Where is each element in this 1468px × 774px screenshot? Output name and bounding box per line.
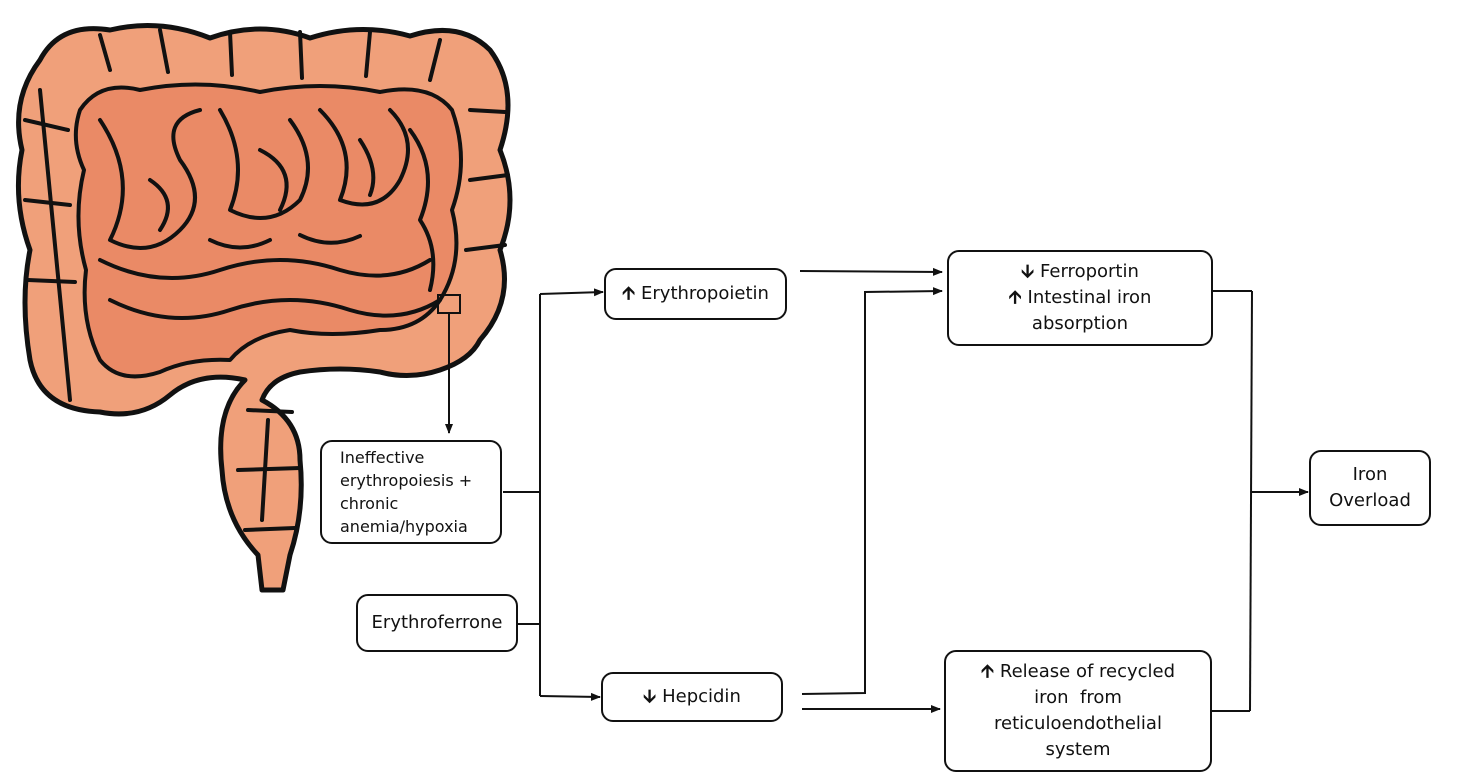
hepcidin-box: 🡫 Hepcidin [601, 672, 783, 722]
iron-overload-line-1: Iron [1329, 462, 1411, 488]
ferroportin-label: Ferroportin [1040, 261, 1139, 282]
erythroferrone-label: Erythroferrone [372, 610, 503, 636]
erythropoietin-label: Erythropoietin [641, 281, 769, 307]
arrow-erythropoietin-to-ferroportin [800, 271, 942, 272]
ferroportin-box: 🡫 Ferroportin 🡩 Intestinal iron absorption [947, 250, 1213, 346]
down-arrow-icon: 🡫 [643, 684, 656, 710]
up-arrow-icon: 🡩 [981, 661, 994, 682]
hepcidin-label: Hepcidin [662, 684, 741, 710]
ineffective-line-1: Ineffective [340, 446, 472, 469]
iron-overload-line-2: Overload [1329, 488, 1411, 514]
up-arrow-icon: 🡩 [622, 281, 635, 307]
ineffective-erythropoiesis-box: Ineffective erythropoiesis + chronic ane… [320, 440, 502, 544]
up-arrow-icon: 🡩 [1009, 287, 1022, 308]
release-line-3: reticuloendothelial [981, 711, 1175, 737]
iron-overload-box: Iron Overload [1309, 450, 1431, 526]
erythroferrone-box: Erythroferrone [356, 594, 518, 652]
arrow-to-erythropoietin [540, 292, 603, 294]
release-line-1: Release of recycled [1000, 661, 1175, 682]
release-line-4: system [981, 737, 1175, 763]
intestinal-iron-label: Intestinal iron [1028, 287, 1152, 308]
line-hepcidin-up [802, 291, 942, 694]
down-arrow-icon: 🡫 [1021, 261, 1034, 282]
erythropoietin-box: 🡩 Erythropoietin [604, 268, 787, 320]
release-recycled-iron-box: 🡩 Release of recycled iron from reticuloe… [944, 650, 1212, 772]
ineffective-line-4: anemia/hypoxia [340, 515, 472, 538]
ineffective-line-2: erythropoiesis + [340, 469, 472, 492]
release-line-2: iron from [981, 685, 1175, 711]
absorption-label: absorption [1009, 311, 1152, 337]
ineffective-line-3: chronic [340, 492, 472, 515]
bus-vertical-right [1250, 291, 1252, 711]
arrow-to-hepcidin [540, 696, 600, 697]
